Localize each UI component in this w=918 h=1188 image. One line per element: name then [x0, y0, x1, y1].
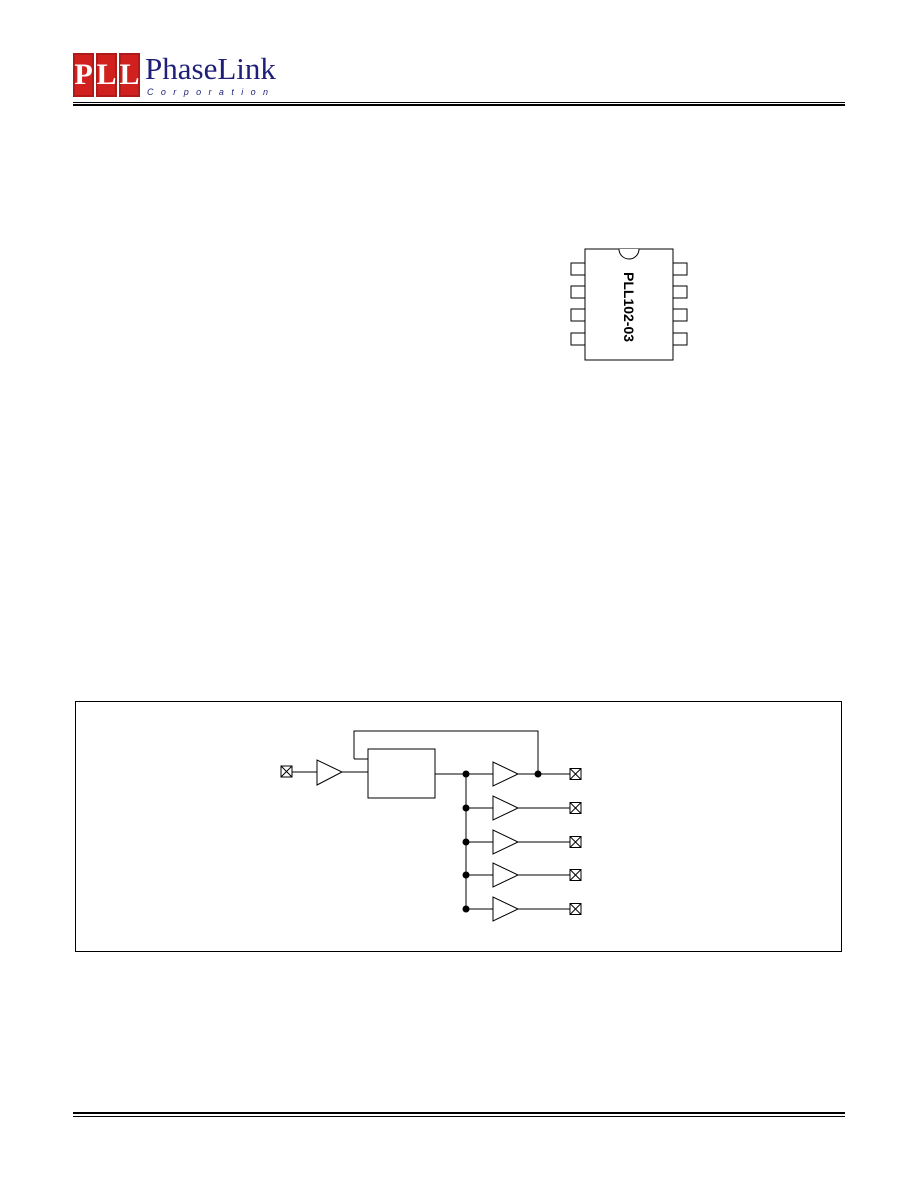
company-subtitle: Corporation	[147, 87, 276, 97]
chip-package: PLL102-03	[568, 248, 688, 362]
output-buffer-icon	[492, 829, 520, 855]
output-buffer-icon	[492, 795, 520, 821]
header-rule-thin	[73, 102, 845, 103]
company-name: PhaseLink	[145, 51, 276, 86]
header-rule-thick	[73, 104, 845, 106]
logo-letter: P	[73, 53, 94, 97]
chip-label: PLL102-03	[621, 272, 637, 342]
block-diagram-schematic	[280, 730, 582, 922]
output-buffer-icon	[492, 761, 520, 787]
output-buffer-icon	[492, 862, 520, 888]
pll-block	[367, 748, 436, 799]
input-pin-icon	[280, 765, 293, 778]
input-buffer-icon	[316, 759, 344, 786]
company-logo: P L L PhaseLink Corporation	[73, 53, 313, 99]
logo-mark: P L L	[73, 53, 140, 97]
feedback-junction-dot	[534, 770, 542, 778]
footer-rule-thick	[73, 1112, 845, 1114]
logo-letter: L	[96, 53, 117, 97]
footer-rule-thin	[73, 1116, 845, 1117]
output-buffer-icon	[492, 896, 520, 922]
logo-letter: L	[119, 53, 140, 97]
chip-outline: PLL102-03	[570, 248, 688, 361]
block-diagram	[75, 701, 842, 952]
